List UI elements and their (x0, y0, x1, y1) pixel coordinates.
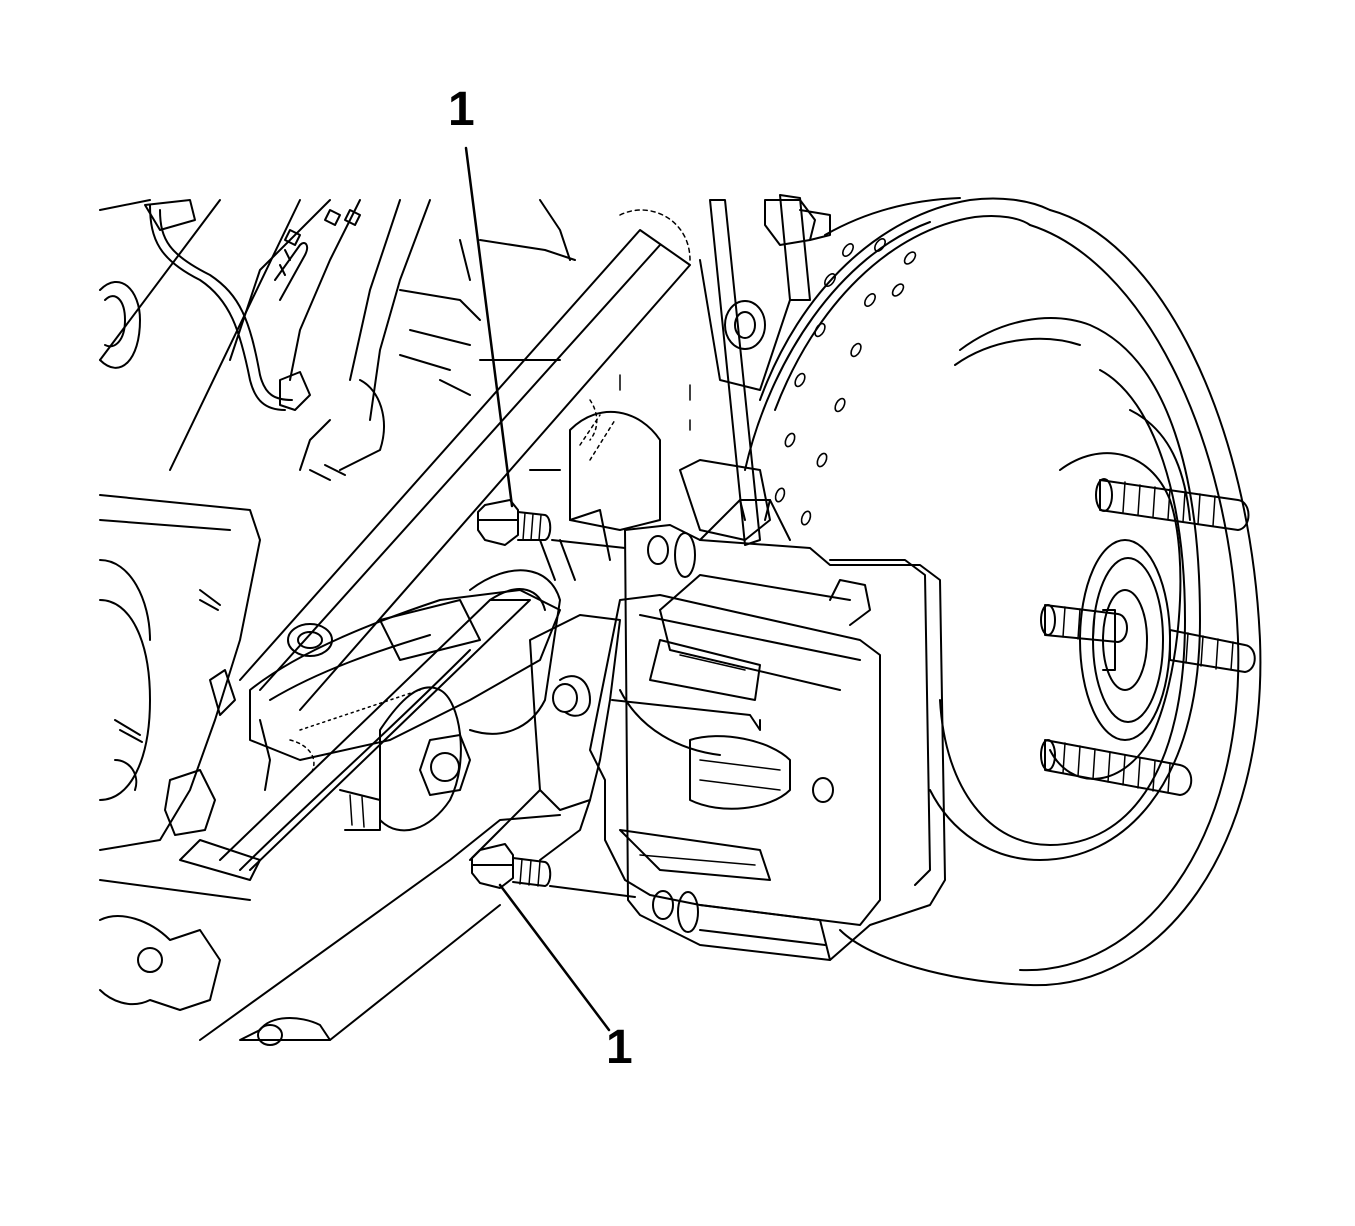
caliper-bracket (625, 500, 945, 960)
caliper-bracket-bolt-lower (472, 844, 635, 897)
callout-label-upper: 1 (448, 83, 475, 136)
wheel-hub (1050, 453, 1180, 779)
wheel-stud (1096, 479, 1249, 530)
leader-line-upper (466, 148, 512, 506)
leader-line-lower (500, 885, 609, 1030)
brake-caliper (590, 575, 880, 925)
brake-rotor (745, 198, 1260, 985)
background-structure (100, 200, 690, 1045)
wheel-stud (1170, 630, 1255, 672)
stabilizer-link (380, 570, 560, 830)
wheel-stud (1041, 740, 1191, 795)
control-arm (250, 590, 560, 760)
frame-members (180, 195, 830, 880)
callout-label-lower: 1 (606, 1021, 633, 1074)
wheel-stud (1041, 605, 1127, 642)
steering-knuckle (470, 412, 770, 860)
leader-lines (466, 148, 609, 1030)
wheel-studs (1041, 479, 1255, 795)
caliper-bracket-bolt-upper (478, 500, 625, 548)
